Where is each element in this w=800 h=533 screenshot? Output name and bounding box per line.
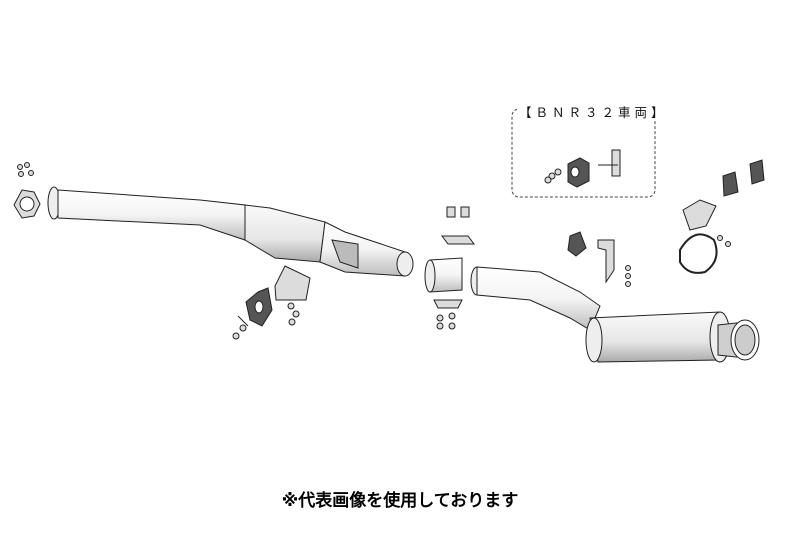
inset-dashed-box bbox=[511, 108, 656, 198]
rear-pipe bbox=[470, 266, 601, 331]
muffler bbox=[585, 311, 760, 363]
rear-hanger-parts bbox=[567, 159, 765, 287]
center-clamp-parts bbox=[424, 206, 475, 330]
inset-label: 【ＢＮＲ３２車両】 bbox=[517, 102, 670, 121]
front-pipe bbox=[57, 189, 414, 277]
representative-image-caption: ※代表画像を使用しております bbox=[281, 491, 519, 511]
inset-hanger-parts bbox=[544, 149, 621, 188]
left-hanger-bracket bbox=[232, 265, 311, 340]
front-flange-gasket bbox=[13, 162, 61, 220]
